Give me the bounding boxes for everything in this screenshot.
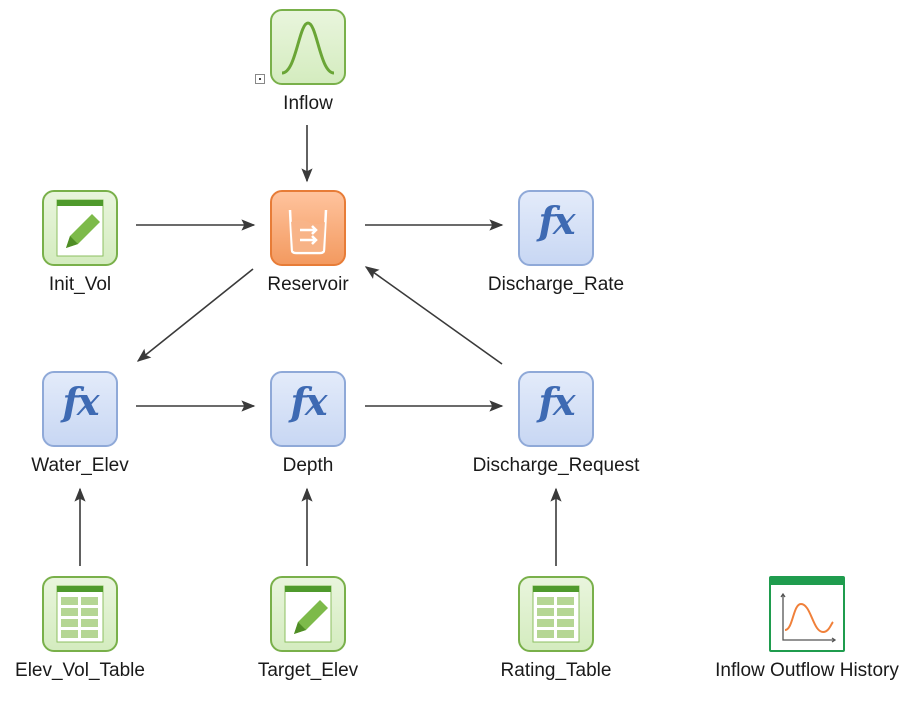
expand-marker-icon[interactable] [255, 74, 265, 84]
expression-fx-icon: fx [518, 190, 594, 266]
node-label: Elev_Vol_Table [15, 660, 145, 681]
node-label: Inflow Outflow History [715, 660, 899, 681]
node-inflow[interactable]: Inflow [208, 9, 408, 119]
fx-symbol: fx [538, 198, 575, 243]
expression-fx-icon: fx [42, 371, 118, 447]
node-label: Depth [282, 455, 334, 476]
node-reservoir[interactable]: Reservoir [208, 190, 408, 300]
fx-symbol: fx [290, 379, 327, 424]
expression-fx-icon: fx [518, 371, 594, 447]
data-pencil-icon [270, 576, 346, 652]
node-inflow-outflow-history[interactable]: Inflow Outflow History [707, 576, 907, 686]
lookup-table-icon [518, 576, 594, 652]
node-label: Discharge_Request [472, 455, 640, 476]
node-water-elev[interactable]: fx Water_Elev [0, 371, 180, 481]
arrow-dischargerequest-to-reservoir [364, 266, 503, 365]
lookup-table-icon [42, 576, 118, 652]
data-pencil-icon [42, 190, 118, 266]
node-target-elev[interactable]: Target_Elev [208, 576, 408, 686]
node-label: Init_Vol [48, 274, 112, 295]
node-depth[interactable]: fx Depth [208, 371, 408, 481]
fx-symbol: fx [62, 379, 99, 424]
node-discharge-rate[interactable]: fx Discharge_Rate [456, 190, 656, 300]
node-label: Rating_Table [500, 660, 612, 681]
expression-fx-icon: fx [270, 371, 346, 447]
node-label: Water_Elev [31, 455, 129, 476]
node-discharge-request[interactable]: fx Discharge_Request [456, 371, 656, 481]
node-label: Target_Elev [257, 660, 359, 681]
node-label: Reservoir [267, 274, 349, 295]
reservoir-icon [270, 190, 346, 266]
node-label: Discharge_Rate [487, 274, 625, 295]
time-history-chart-icon [769, 576, 845, 652]
stochastic-distribution-icon [270, 9, 346, 85]
arrow-reservoir-to-waterelev [136, 268, 254, 362]
fx-symbol: fx [538, 379, 575, 424]
node-label: Inflow [283, 93, 333, 114]
node-rating-table[interactable]: Rating_Table [456, 576, 656, 686]
node-init-vol[interactable]: Init_Vol [0, 190, 180, 300]
node-elev-vol-table[interactable]: Elev_Vol_Table [0, 576, 180, 686]
